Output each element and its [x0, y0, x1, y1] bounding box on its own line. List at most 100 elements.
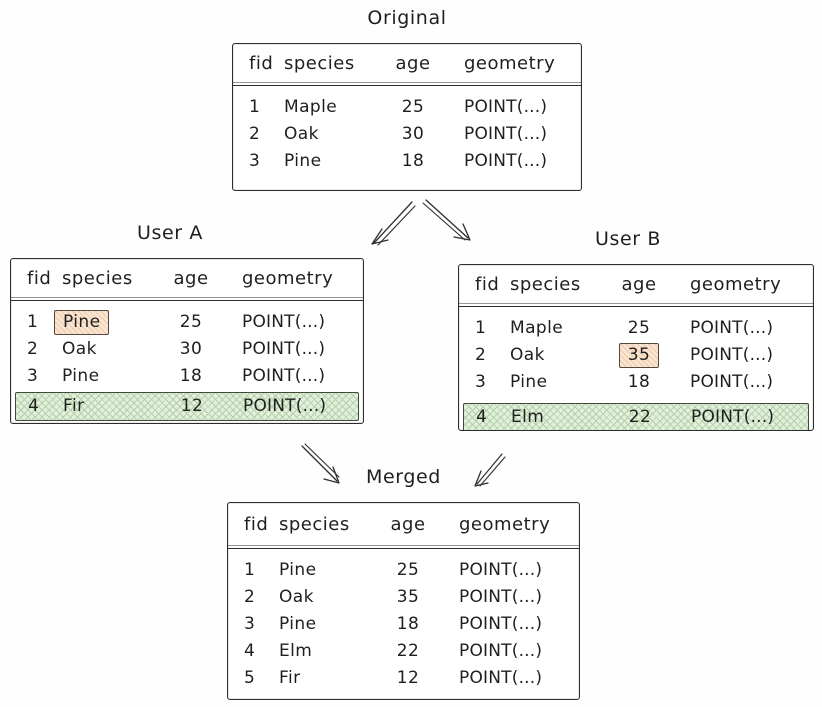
cell-species: Maple	[284, 97, 338, 117]
cell-geometry: POINT(...)	[242, 366, 326, 386]
cell-age: 18	[396, 614, 420, 634]
cell-species: Pine	[54, 309, 140, 336]
cell-species: Pine	[284, 151, 322, 171]
cell-fid: 1	[475, 318, 487, 338]
cell-age: 25	[179, 312, 203, 332]
cell-age: 22	[396, 641, 420, 661]
table-body: 1 Pine 25 POINT(...) 2 Oak 35 POINT(...)…	[228, 549, 579, 692]
table-header-row: fid species age geometry	[459, 265, 813, 307]
table-row: 3 Pine 18 POINT(...)	[233, 148, 581, 175]
cell-geometry: POINT(...)	[690, 345, 774, 365]
header-geometry: geometry	[464, 53, 556, 74]
cell-fid: 3	[475, 372, 487, 392]
table-body: 1 Maple 25 POINT(...) 2 Oak 30 POINT(...…	[233, 86, 581, 175]
table-row: 2 Oak 35 POINT(...)	[459, 342, 813, 369]
header-fid: fid	[475, 274, 500, 295]
cell-age: 18	[401, 151, 425, 171]
table-title-merged: Merged	[366, 466, 441, 488]
cell-fid: 3	[249, 151, 261, 171]
cell-species: Pine	[62, 366, 100, 386]
header-fid: fid	[244, 514, 269, 535]
cell-fid: 2	[475, 345, 487, 365]
table-original: fid species age geometry 1 Maple 25 POIN…	[232, 43, 582, 191]
added-row: 4 Elm 22 POINT(...)	[463, 403, 809, 430]
cell-age: 12	[180, 396, 204, 416]
changed-value-highlight: Pine	[54, 310, 110, 335]
table-title-original: Original	[367, 7, 447, 29]
arrow-user-a-to-merged-icon	[296, 443, 348, 495]
header-age: age	[390, 514, 426, 535]
cell-fid: 2	[249, 124, 261, 144]
cell-species: Pine	[279, 614, 317, 634]
header-age: age	[621, 274, 657, 295]
table-header-row: fid species age geometry	[228, 503, 579, 549]
cell-geometry: POINT(...)	[691, 407, 775, 427]
cell-age: 35	[396, 587, 420, 607]
table-user-a: fid species age geometry 1 Pine 25 POINT…	[10, 258, 364, 424]
header-species: species	[284, 53, 355, 74]
cell-species: Oak	[279, 587, 314, 607]
cell-species: Oak	[510, 345, 545, 365]
cell-species: Oak	[284, 124, 319, 144]
cell-geometry: POINT(...)	[242, 339, 326, 359]
cell-age: 22	[628, 407, 652, 427]
cell-geometry: POINT(...)	[459, 614, 543, 634]
cell-geometry: POINT(...)	[464, 124, 548, 144]
cell-geometry: POINT(...)	[459, 560, 543, 580]
cell-fid: 4	[28, 396, 40, 416]
cell-fid: 1	[244, 560, 256, 580]
table-row: 1 Pine 25 POINT(...)	[11, 309, 363, 336]
header-fid: fid	[249, 53, 274, 74]
arrow-original-to-user-b-icon	[420, 196, 478, 256]
table-body: 1 Maple 25 POINT(...) 2 Oak 35 POINT(...…	[459, 307, 813, 430]
cell-species: Fir	[279, 668, 301, 688]
cell-geometry: POINT(...)	[690, 372, 774, 392]
table-row: 3 Pine 18 POINT(...)	[459, 369, 813, 396]
cell-species: Pine	[279, 560, 317, 580]
cell-age: 25	[627, 318, 651, 338]
panel-user-a: User A fid species age geometry 1 Pine 2…	[10, 222, 364, 424]
table-header-row: fid species age geometry	[233, 44, 581, 86]
table-row: 1 Maple 25 POINT(...)	[233, 94, 581, 121]
cell-age: 30	[401, 124, 425, 144]
cell-geometry: POINT(...)	[464, 97, 548, 117]
cell-fid: 3	[27, 366, 39, 386]
table-body: 1 Pine 25 POINT(...) 2 Oak 30 POINT(...)…	[11, 301, 363, 421]
cell-fid: 4	[244, 641, 256, 661]
cell-fid: 2	[27, 339, 39, 359]
cell-geometry: POINT(...)	[243, 396, 327, 416]
cell-age: 25	[396, 560, 420, 580]
header-age: age	[173, 268, 209, 289]
table-header-row: fid species age geometry	[11, 259, 363, 301]
cell-geometry: POINT(...)	[459, 641, 543, 661]
table-row: 2 Oak 35 POINT(...)	[228, 584, 579, 611]
header-fid: fid	[27, 268, 52, 289]
cell-age: 35	[588, 342, 690, 369]
cell-age: 18	[627, 372, 651, 392]
header-species: species	[62, 268, 133, 289]
cell-geometry: POINT(...)	[242, 312, 326, 332]
table-row: 2 Oak 30 POINT(...)	[11, 336, 363, 363]
cell-species: Oak	[62, 339, 97, 359]
arrow-user-b-to-merged-icon	[466, 452, 508, 498]
cell-fid: 3	[244, 614, 256, 634]
arrow-original-to-user-a-icon	[362, 198, 418, 258]
header-species: species	[279, 514, 350, 535]
table-row: 1 Maple 25 POINT(...)	[459, 315, 813, 342]
panel-user-b: User B fid species age geometry 1 Maple …	[458, 228, 814, 431]
header-geometry: geometry	[690, 274, 782, 295]
cell-species: Fir	[63, 396, 85, 416]
panel-merged: Merged fid species age geometry 1 Pine 2…	[227, 466, 580, 700]
header-geometry: geometry	[242, 268, 334, 289]
changed-value-highlight: 35	[618, 343, 660, 368]
cell-fid: 4	[476, 407, 488, 427]
cell-geometry: POINT(...)	[459, 668, 543, 688]
table-user-b: fid species age geometry 1 Maple 25 POIN…	[458, 264, 814, 431]
table-row: 3 Pine 18 POINT(...)	[228, 611, 579, 638]
table-row: 4 Elm 22 POINT(...)	[228, 638, 579, 665]
table-title-user-b: User B	[595, 228, 661, 250]
cell-geometry: POINT(...)	[690, 318, 774, 338]
table-title-user-a: User A	[137, 222, 203, 244]
cell-age: 12	[396, 668, 420, 688]
